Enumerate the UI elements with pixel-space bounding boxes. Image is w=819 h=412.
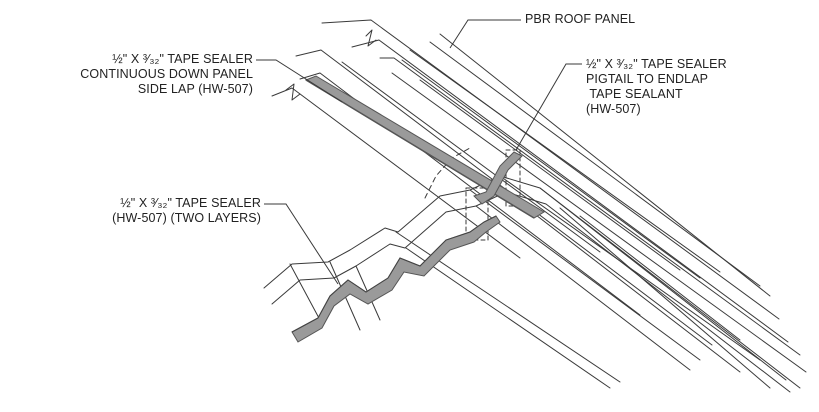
side-lap-tape-sealer: [304, 75, 545, 219]
upper-roof-panel: [271, 19, 807, 373]
label-pbr-roof-panel: PBR ROOF PANEL: [525, 12, 636, 26]
label-two-layers-sealer: ½" X ³⁄₃₂" TAPE SEALER (HW-507) (TWO LAY…: [112, 196, 261, 225]
label-side-lap-sealer: ½" X ³⁄₃₂" TAPE SEALER CONTINUOUS DOWN P…: [80, 52, 253, 96]
lower-roof-panel: [263, 175, 801, 393]
pigtail-tape-sealer: [473, 151, 523, 205]
endlap-tape-sealer: [291, 215, 501, 343]
label-pigtail-sealer: ½" X ³⁄₃₂" TAPE SEALER PIGTAIL TO ENDLAP…: [586, 57, 727, 116]
leader-lines: [256, 19, 582, 285]
